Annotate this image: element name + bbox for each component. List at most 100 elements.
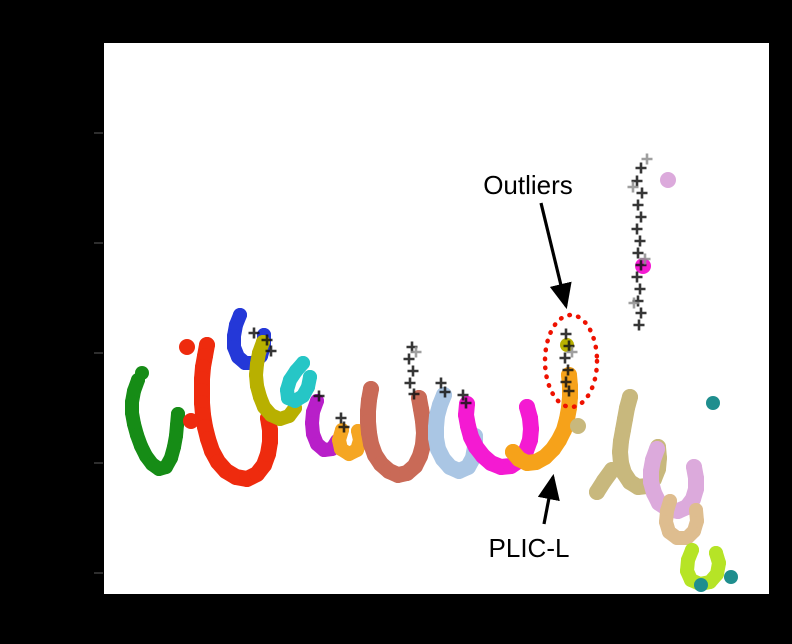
data-point xyxy=(310,394,324,408)
outlier-plus-marker xyxy=(632,247,644,259)
outlier-plus-marker xyxy=(563,340,575,352)
cluster-green xyxy=(125,366,185,476)
cluster-salmon xyxy=(360,381,432,483)
data-point xyxy=(710,567,724,581)
data-point xyxy=(415,413,431,429)
data-point xyxy=(706,396,720,410)
outlier-highlight-ellipse xyxy=(542,312,600,410)
data-point xyxy=(670,531,684,545)
outlier-plus-marker xyxy=(639,253,651,265)
outlier-plus-marker xyxy=(457,389,469,401)
data-point xyxy=(170,418,184,432)
data-point xyxy=(229,318,243,332)
plic-l-label: PLIC-L xyxy=(489,533,570,563)
cluster-cyan xyxy=(280,356,317,408)
data-point xyxy=(125,395,139,409)
cluster-teal xyxy=(694,396,738,592)
data-point xyxy=(197,419,213,435)
data-point xyxy=(135,366,149,380)
data-point xyxy=(415,437,431,453)
cluster-burlywood xyxy=(659,494,704,545)
outlier-plus-marker xyxy=(635,307,647,319)
data-point xyxy=(694,578,708,592)
plic-l-arrow xyxy=(537,473,560,525)
outlier-plus-marker xyxy=(632,199,644,211)
data-point xyxy=(194,395,210,411)
data-point xyxy=(305,416,319,430)
data-point xyxy=(171,407,185,421)
data-point xyxy=(686,459,702,475)
data-point xyxy=(689,503,703,517)
outlier-plus-marker xyxy=(633,319,645,331)
data-point xyxy=(250,357,264,371)
data-point xyxy=(690,514,704,528)
data-point xyxy=(519,399,535,415)
outlier-plus-marker xyxy=(635,259,647,271)
outlier-plus-marker xyxy=(439,386,451,398)
outlier-plus-marker xyxy=(635,162,647,174)
data-point xyxy=(660,504,674,518)
data-point xyxy=(260,446,276,462)
cluster-magenta xyxy=(458,258,651,475)
data-point xyxy=(127,384,141,398)
cluster-olive xyxy=(249,335,574,426)
outlier-plus-marker xyxy=(634,283,646,295)
outlier-plus-marker xyxy=(313,390,325,402)
axis-ticks xyxy=(94,132,103,574)
data-point xyxy=(194,371,210,387)
outlier-plus-marker xyxy=(338,421,350,433)
data-point xyxy=(179,339,195,355)
data-point xyxy=(169,429,183,443)
outlier-plus-marker xyxy=(560,376,572,388)
data-point xyxy=(127,417,141,431)
data-point xyxy=(643,463,659,479)
data-point xyxy=(681,553,695,567)
outlier-plus-marker xyxy=(407,365,419,377)
data-point xyxy=(360,403,376,419)
data-point xyxy=(562,389,578,405)
outlier-plus-marker xyxy=(335,412,347,424)
outlier-plus-marker xyxy=(628,297,640,309)
data-point xyxy=(570,418,586,434)
outlier-plus-marker xyxy=(248,327,260,339)
data-point xyxy=(306,405,320,419)
outlier-markers-layer xyxy=(248,153,653,433)
data-point xyxy=(262,434,278,450)
outlier-plus-marker xyxy=(562,364,574,376)
outlier-plus-marker xyxy=(265,345,277,357)
outlier-plus-marker xyxy=(408,388,420,400)
outlier-plus-marker xyxy=(559,352,571,364)
outliers-arrow xyxy=(539,202,572,310)
outlier-plus-marker xyxy=(636,187,648,199)
data-point xyxy=(195,407,211,423)
data-point xyxy=(167,440,181,454)
outlier-plus-marker xyxy=(627,181,639,193)
data-point xyxy=(303,370,317,384)
cluster-orange-plic-l xyxy=(505,367,578,471)
outlier-plus-marker xyxy=(641,153,653,165)
data-point xyxy=(250,379,264,393)
data-point xyxy=(130,428,144,442)
data-point xyxy=(428,419,444,435)
outlier-plus-marker xyxy=(566,346,578,358)
data-point xyxy=(227,329,241,343)
data-point xyxy=(195,359,211,375)
data-point xyxy=(262,422,278,438)
data-point xyxy=(709,546,723,560)
outlier-plus-marker xyxy=(634,235,646,247)
data-point xyxy=(249,368,263,382)
outlier-plus-marker xyxy=(410,346,422,358)
outlier-plus-marker xyxy=(635,211,647,223)
data-point xyxy=(660,172,676,188)
data-point xyxy=(589,484,605,500)
data-point xyxy=(125,406,139,420)
outlier-plus-marker xyxy=(631,175,643,187)
outlier-plus-marker xyxy=(631,223,643,235)
outlier-plus-marker xyxy=(404,377,416,389)
data-point xyxy=(164,451,178,465)
outliers-label: Outliers xyxy=(483,170,573,200)
data-point xyxy=(252,346,266,360)
outlier-plus-marker xyxy=(563,385,575,397)
